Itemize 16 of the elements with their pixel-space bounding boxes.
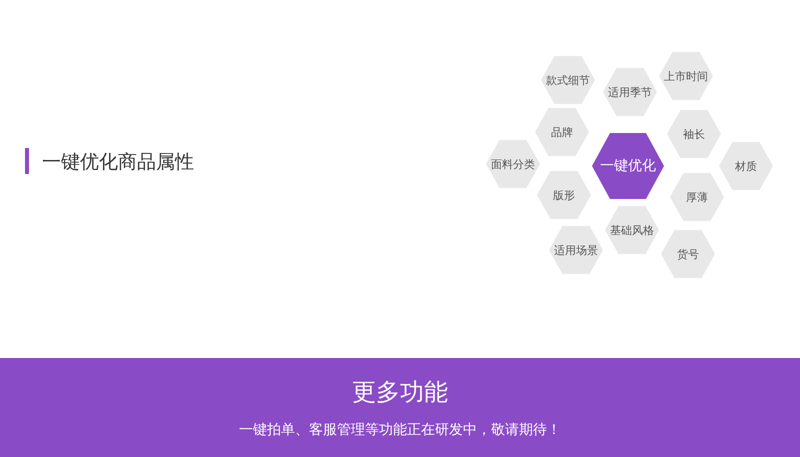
hexagon-tag: 品牌 — [535, 108, 589, 156]
banner-heading: 更多功能 — [351, 377, 449, 408]
hexagon-tag: 材质 — [719, 142, 773, 190]
section-heading: 一键优化商品属性 — [42, 150, 194, 175]
hexagon-tag: 基础风格 — [605, 206, 659, 254]
hexagon-tag: 上市时间 — [659, 52, 713, 100]
hexagon-tag: 货号 — [661, 230, 715, 278]
hexagon-tag: 厚薄 — [670, 173, 724, 221]
hexagon-tag: 款式细节 — [541, 56, 595, 104]
highlighted-hexagon: 一键优化 — [592, 133, 664, 199]
hexagon-tag: 袖长 — [667, 110, 721, 158]
banner-text: 一键拍单、客服管理等功能正在研发中，敬请期待！ — [238, 421, 562, 439]
hexagon-tag: 版形 — [537, 171, 591, 219]
hexagon-tag: 面料分类 — [486, 140, 540, 188]
hexagon-tag: 适用场景 — [549, 226, 603, 274]
hexagon-tag: 适用季节 — [603, 68, 657, 116]
